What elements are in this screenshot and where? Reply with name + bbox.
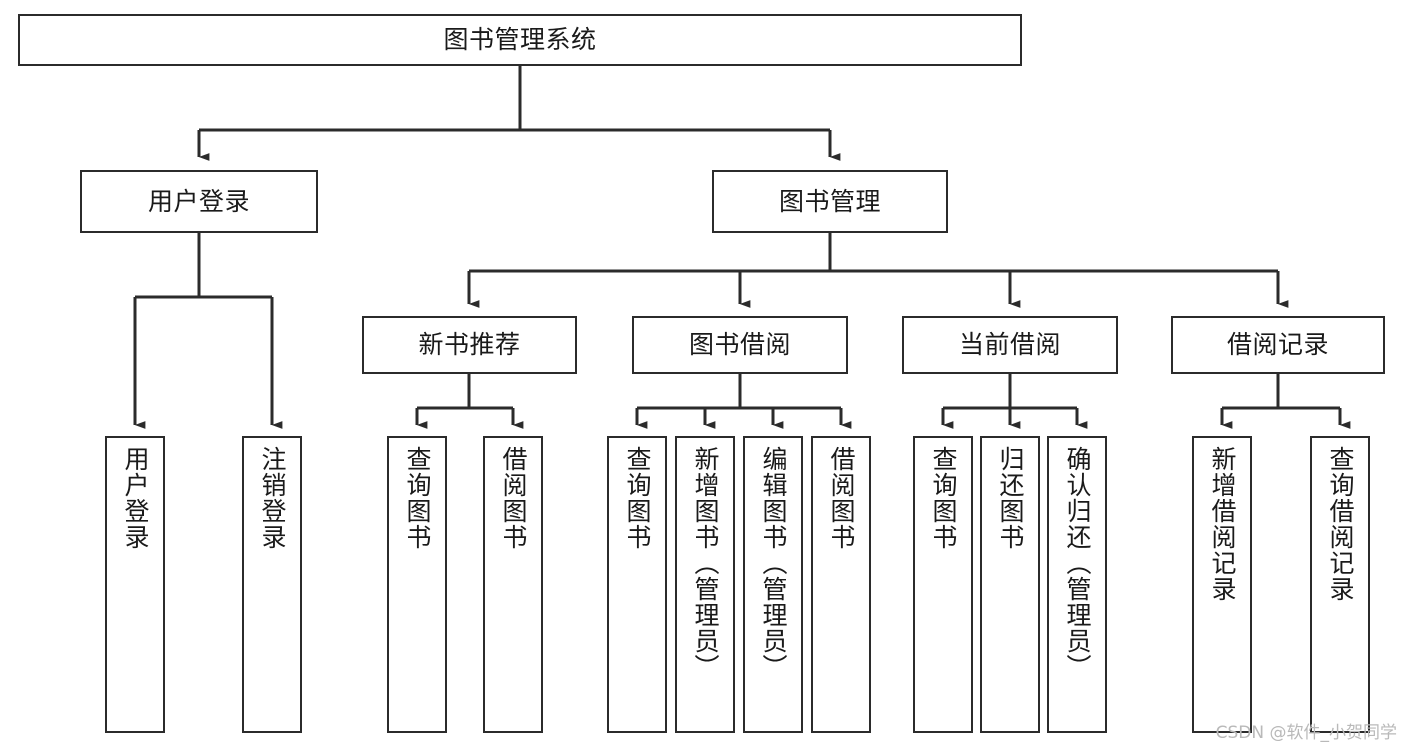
node-leaf-borrow-book-2[interactable]: 借阅图书 xyxy=(811,436,871,733)
node-leaf-query-book-3[interactable]: 查询图书 xyxy=(913,436,973,733)
node-leaf-confirm-return[interactable]: 确认归还（管理员） xyxy=(1047,436,1107,733)
node-leaf-return-book-label: 归还图书 xyxy=(996,446,1025,550)
node-book-borrow-label: 图书借阅 xyxy=(688,330,791,360)
node-root[interactable]: 图书管理系统 xyxy=(18,14,1022,66)
node-leaf-logout-login[interactable]: 注销登录 xyxy=(242,436,302,733)
node-leaf-query-book-3-label: 查询图书 xyxy=(929,446,958,550)
node-leaf-user-login-label: 用户登录 xyxy=(121,446,150,550)
node-leaf-logout-login-label: 注销登录 xyxy=(258,446,287,550)
node-book-borrow[interactable]: 图书借阅 xyxy=(632,316,848,374)
node-user-login[interactable]: 用户登录 xyxy=(80,170,318,233)
node-leaf-edit-book[interactable]: 编辑图书（管理员） xyxy=(743,436,803,733)
node-leaf-query-book-1[interactable]: 查询图书 xyxy=(387,436,447,733)
node-leaf-query-book-1-label: 查询图书 xyxy=(403,446,432,550)
node-leaf-edit-book-label: 编辑图书（管理员） xyxy=(759,446,788,680)
node-leaf-return-book[interactable]: 归还图书 xyxy=(980,436,1040,733)
csdn-watermark: CSDN @软件_小贺同学 xyxy=(1215,723,1397,743)
node-leaf-add-book[interactable]: 新增图书（管理员） xyxy=(675,436,735,733)
node-borrow-record[interactable]: 借阅记录 xyxy=(1171,316,1385,374)
node-new-book-recommend-label: 新书推荐 xyxy=(418,330,521,360)
node-leaf-query-book-2-label: 查询图书 xyxy=(623,446,652,550)
node-leaf-query-record-label: 查询借阅记录 xyxy=(1326,446,1355,602)
node-leaf-borrow-book-2-label: 借阅图书 xyxy=(827,446,856,550)
node-book-manage-label: 图书管理 xyxy=(778,186,881,216)
node-leaf-query-book-2[interactable]: 查询图书 xyxy=(607,436,667,733)
node-borrow-record-label: 借阅记录 xyxy=(1226,330,1329,360)
node-new-book-recommend[interactable]: 新书推荐 xyxy=(362,316,577,374)
node-root-label: 图书管理系统 xyxy=(443,25,597,55)
node-book-manage[interactable]: 图书管理 xyxy=(712,170,948,233)
node-leaf-add-record[interactable]: 新增借阅记录 xyxy=(1192,436,1252,733)
node-leaf-query-record[interactable]: 查询借阅记录 xyxy=(1310,436,1370,733)
node-current-borrow-label: 当前借阅 xyxy=(958,330,1061,360)
node-leaf-user-login[interactable]: 用户登录 xyxy=(105,436,165,733)
node-current-borrow[interactable]: 当前借阅 xyxy=(902,316,1118,374)
node-leaf-borrow-book-1-label: 借阅图书 xyxy=(499,446,528,550)
node-leaf-add-book-label: 新增图书（管理员） xyxy=(691,446,720,680)
node-leaf-add-record-label: 新增借阅记录 xyxy=(1208,446,1237,602)
node-user-login-label: 用户登录 xyxy=(147,186,250,216)
node-leaf-borrow-book-1[interactable]: 借阅图书 xyxy=(483,436,543,733)
node-leaf-confirm-return-label: 确认归还（管理员） xyxy=(1063,446,1092,680)
